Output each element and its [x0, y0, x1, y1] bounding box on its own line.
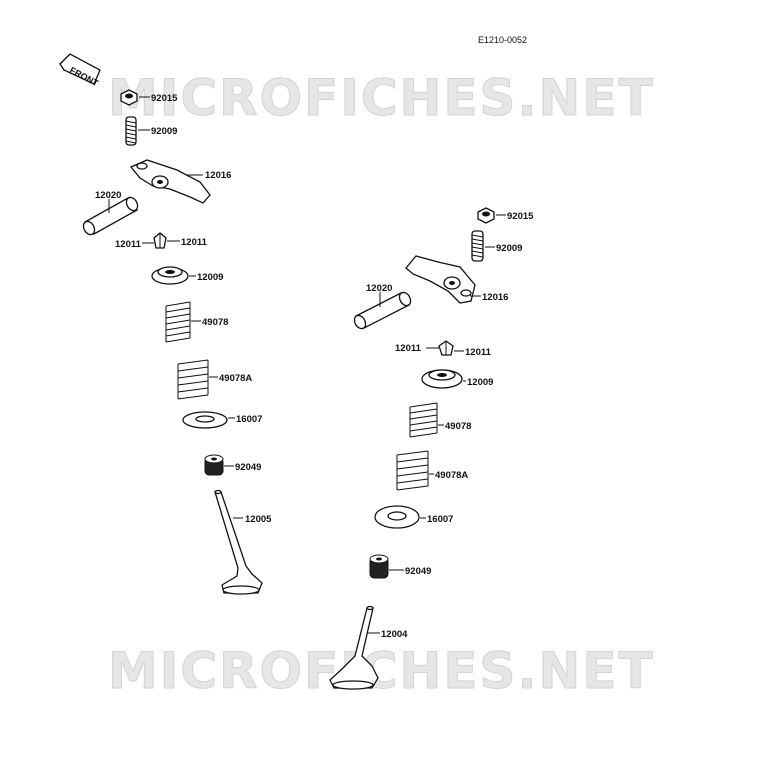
- left-adjust-nut: [120, 89, 150, 106]
- left-retainer-label: 12009: [197, 272, 223, 283]
- right-keeper-label-a: 12011: [395, 343, 422, 354]
- left-valve-keepers: [142, 232, 180, 249]
- left-outer-spring: [177, 359, 218, 400]
- right-valve-label: 12004: [381, 629, 408, 640]
- right-spring-seat-label: 16007: [427, 514, 453, 525]
- left-adjust-screw: [125, 116, 150, 146]
- watermark-top: MICROFICHES.NET: [108, 69, 655, 127]
- right-rocker-arm-label: 12016: [482, 292, 508, 303]
- right-retainer-label: 12009: [467, 377, 493, 388]
- left-keeper-label-a: 12011: [115, 239, 142, 250]
- right-rocker-shaft-label: 12020: [366, 283, 392, 294]
- right-inner-spring: [409, 402, 444, 438]
- right-spring-seat: [374, 505, 426, 529]
- right-stem-seal: [369, 554, 404, 579]
- right-outer-spring: [396, 450, 434, 491]
- right-adjust-screw-label: 92009: [496, 243, 522, 254]
- left-stem-seal-label: 92049: [235, 462, 261, 473]
- right-rocker-arm: [405, 255, 481, 304]
- left-valve-label: 12005: [245, 514, 272, 525]
- left-rocker-shaft: [82, 196, 139, 236]
- right-valve: [329, 605, 380, 690]
- left-spring-retainer: [151, 266, 196, 285]
- left-rocker-shaft-label: 12020: [95, 190, 121, 201]
- right-spring-retainer: [421, 369, 466, 389]
- right-adjust-screw: [471, 230, 495, 262]
- left-keeper-label-b: 12011: [181, 237, 208, 248]
- right-stem-seal-label: 92049: [405, 566, 431, 577]
- right-adjust-nut-label: 92015: [507, 211, 534, 222]
- right-outer-spring-label: 49078A: [435, 470, 468, 481]
- right-valve-assembly: 92015 92009 12016 12020: [329, 207, 534, 690]
- left-valve-assembly: 92015 92009 12016 12020: [82, 89, 272, 595]
- right-rocker-shaft: [353, 291, 412, 330]
- left-stem-seal: [204, 454, 234, 476]
- left-valve: [214, 489, 263, 595]
- left-outer-spring-label: 49078A: [219, 373, 252, 384]
- right-adjust-nut: [477, 207, 506, 224]
- right-keeper-label-b: 12011: [465, 347, 492, 358]
- left-inner-spring-label: 49078: [202, 317, 228, 328]
- reference-code: E1210-0052: [478, 35, 527, 45]
- right-valve-keepers: [426, 340, 464, 356]
- left-adjust-nut-label: 92015: [151, 93, 178, 104]
- left-adjust-screw-label: 92009: [151, 126, 177, 137]
- left-inner-spring: [165, 301, 201, 343]
- right-inner-spring-label: 49078: [445, 421, 471, 432]
- left-rocker-arm: [129, 159, 211, 204]
- left-rocker-arm-label: 12016: [205, 170, 231, 181]
- watermark-bottom: MICROFICHES.NET: [108, 642, 655, 700]
- front-arrow-icon: FRONT: [59, 53, 101, 89]
- left-spring-seat: [182, 411, 235, 429]
- left-spring-seat-label: 16007: [236, 414, 262, 425]
